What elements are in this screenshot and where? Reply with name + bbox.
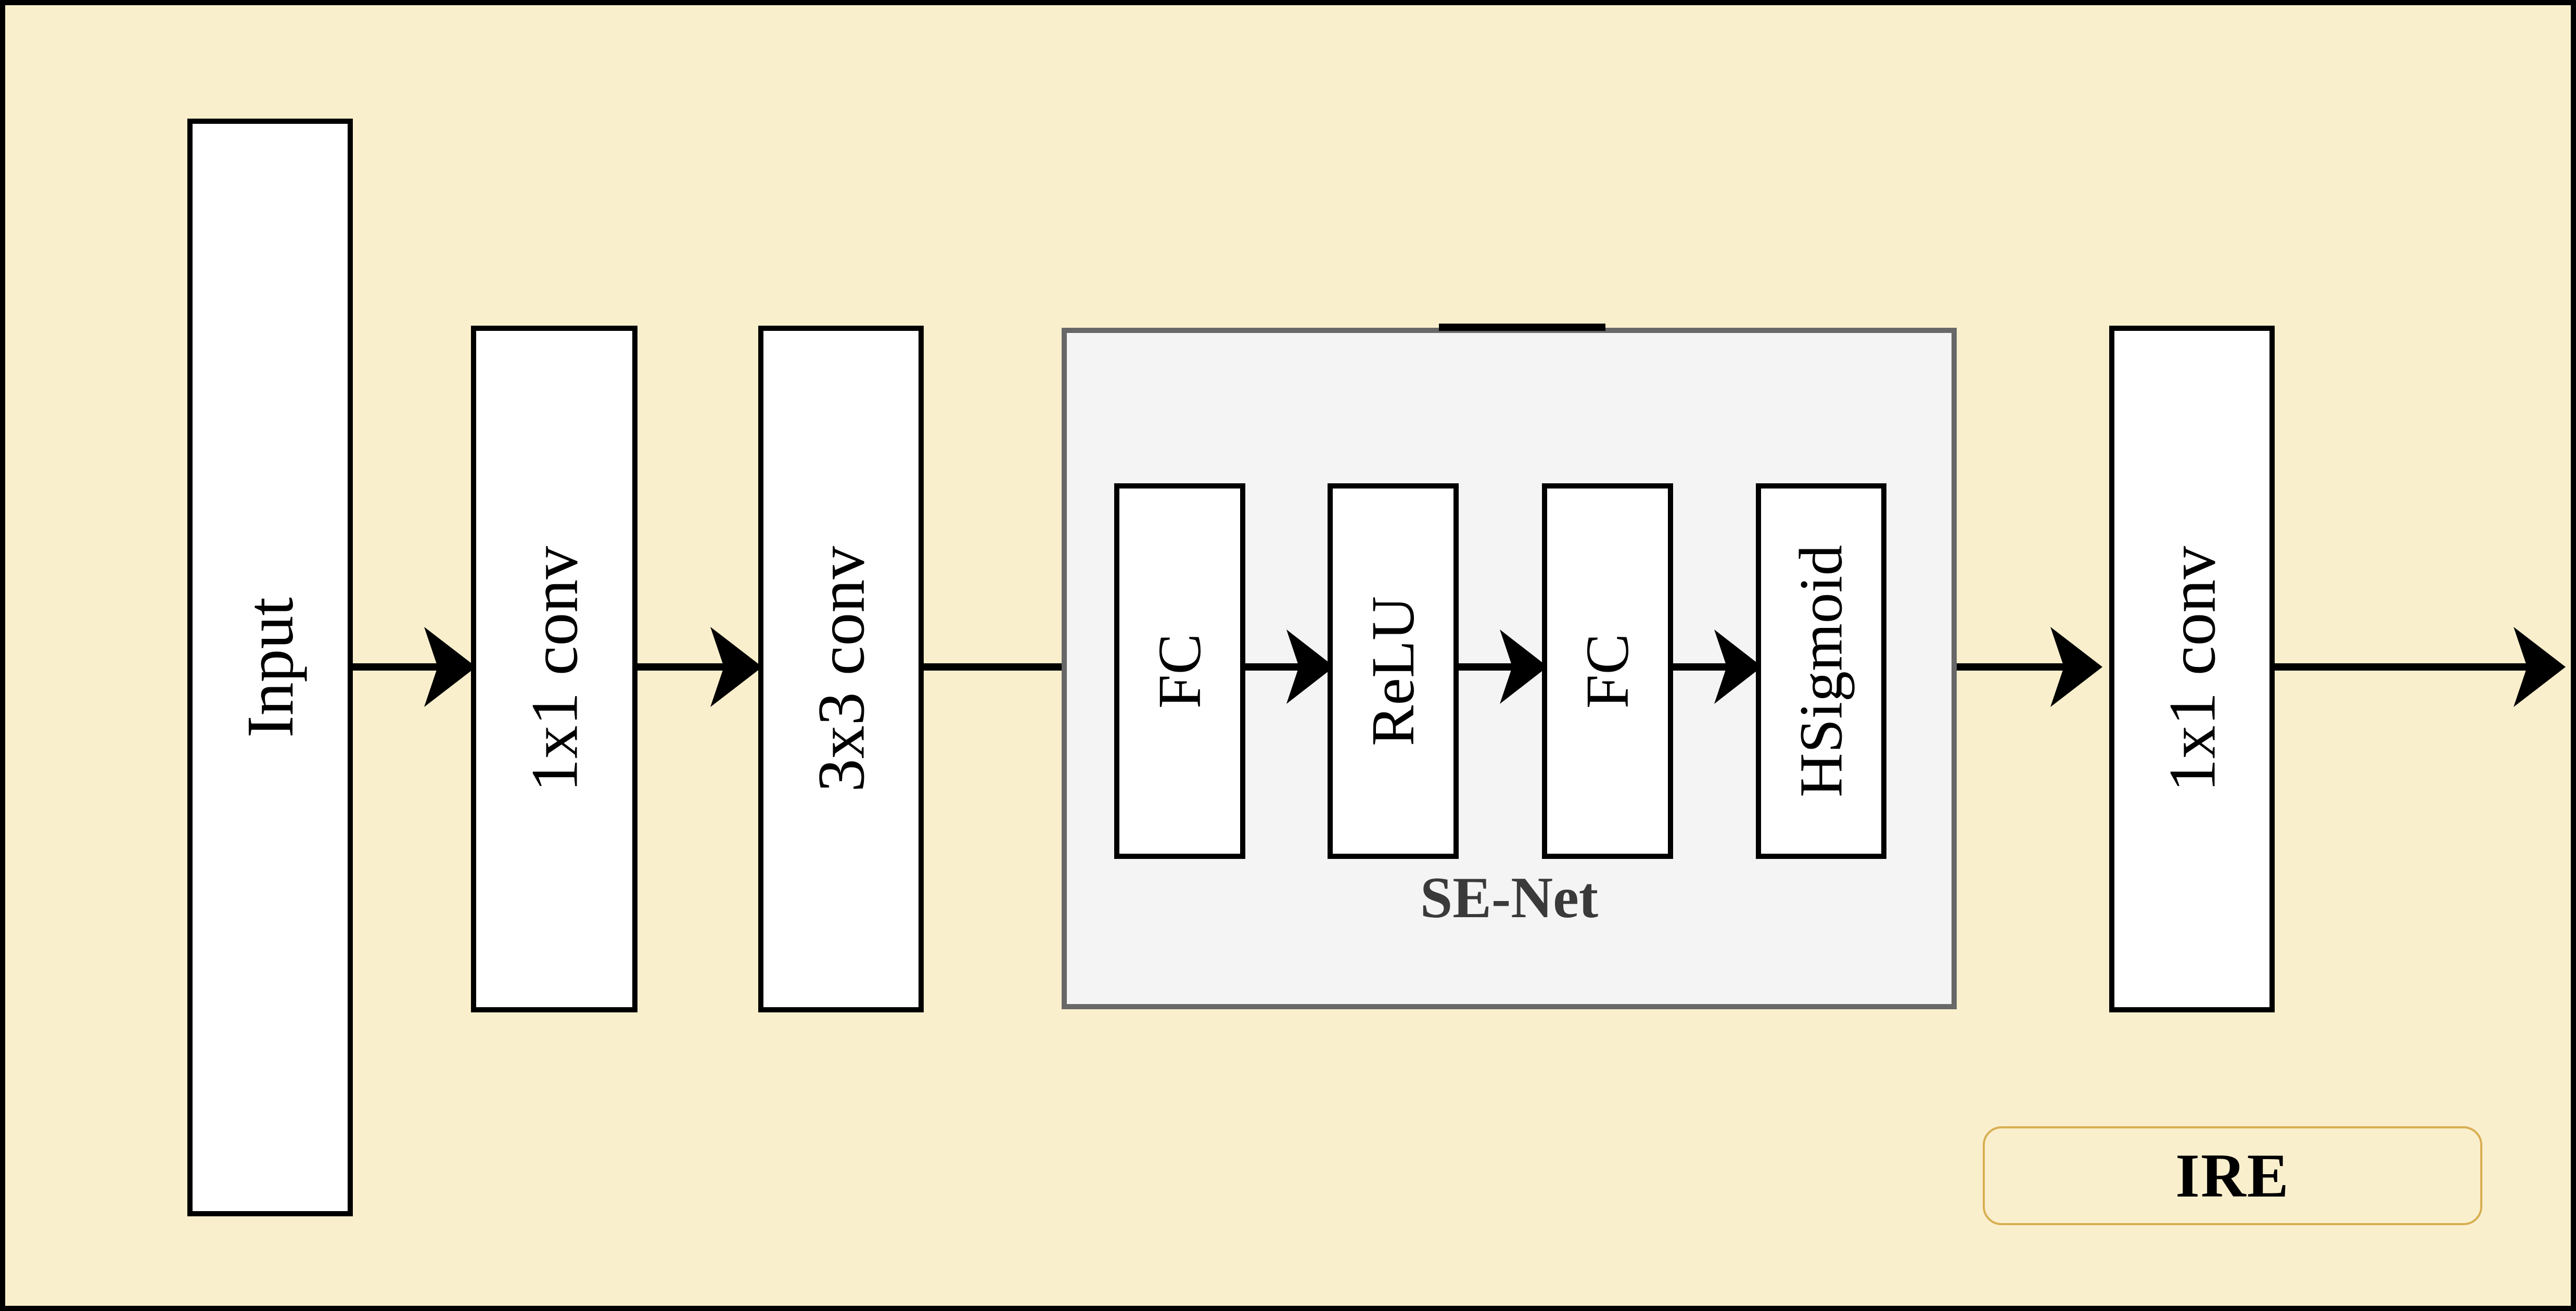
connector-conv1x1a-to-conv3x3 (637, 663, 736, 671)
senet-top-tab-marker (1439, 324, 1605, 331)
block-senet-fc1: FC (1114, 483, 1245, 859)
block-input: Input (187, 119, 353, 1216)
senet-caption: SE-Net (1420, 866, 1599, 930)
block-senet-hsigmoid-label: HSigmoid (1787, 545, 1855, 798)
connector-input-to-conv1x1a (353, 663, 444, 671)
block-conv3x3: 3x3 conv (758, 326, 924, 1012)
block-senet-fc1-label: FC (1145, 633, 1214, 709)
block-conv1x1-first-label: 1x1 conv (517, 546, 591, 792)
block-input-label: Input (233, 597, 307, 738)
ire-badge: IRE (1983, 1126, 2482, 1225)
connector-fc2-to-hsigmoid (1673, 663, 1736, 671)
connector-conv1x1b-to-output (2275, 663, 2535, 671)
connector-conv3x3-to-senet (924, 663, 1067, 671)
block-senet-fc2: FC (1542, 483, 1673, 859)
connector-senet-to-conv1x1b (1957, 663, 2076, 671)
block-conv3x3-label: 3x3 conv (804, 546, 878, 792)
block-conv1x1-second-label: 1x1 conv (2155, 546, 2229, 792)
block-conv1x1-first: 1x1 conv (471, 326, 637, 1012)
block-conv1x1-second: 1x1 conv (2109, 326, 2275, 1012)
ire-badge-label: IRE (2175, 1141, 2290, 1210)
connector-fc1-to-relu (1245, 663, 1308, 671)
block-senet-fc2-label: FC (1573, 633, 1641, 709)
connector-relu-to-fc2 (1459, 663, 1521, 671)
block-senet-relu-label: ReLU (1359, 596, 1427, 747)
block-senet-hsigmoid: HSigmoid (1756, 483, 1886, 859)
block-senet-relu: ReLU (1328, 483, 1459, 859)
